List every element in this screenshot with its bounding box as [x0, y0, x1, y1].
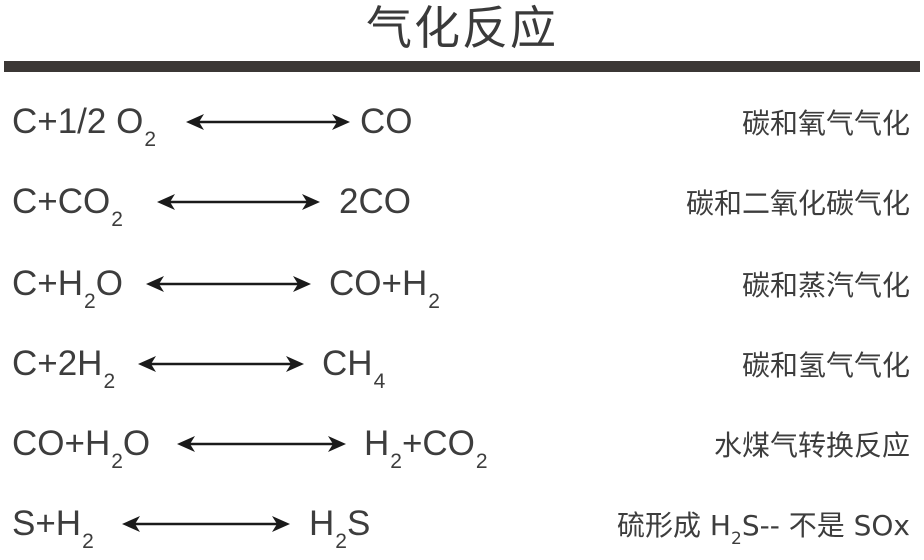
arrow-head-right — [286, 356, 304, 372]
page-title: 气化反应 — [366, 1, 558, 55]
reaction-name-text: 碳和氢气气化 — [741, 349, 910, 382]
arrow-head-left — [122, 516, 140, 532]
arrow-head-right — [293, 276, 311, 292]
reaction-name: 碳和二氧化碳气化 — [686, 184, 910, 224]
arrow-head-left — [138, 356, 156, 372]
products: CH4 — [322, 340, 385, 393]
reaction-name-text: 水煤气转换反应 — [713, 429, 910, 462]
arrow-head-right — [272, 516, 290, 532]
reactant-text: S+H — [12, 504, 82, 543]
reactant-text: C+1/2 O — [12, 102, 144, 141]
reactant-subscript: 2 — [144, 128, 157, 151]
reaction-row: C+CO2 2CO 碳和二氧化碳气化 — [0, 178, 924, 238]
double-arrow-icon — [122, 516, 290, 532]
reactant-subscript: 2 — [111, 208, 123, 231]
products: H2+CO2 — [364, 420, 488, 473]
product-text: CO — [360, 102, 413, 141]
arrow-head-right — [328, 436, 346, 452]
reactant-text: CO+H — [12, 424, 111, 463]
products: 2CO — [339, 178, 411, 226]
reaction-name-text: 硫形成 H — [617, 509, 731, 542]
reactant-text: O — [122, 424, 151, 463]
reaction-name-text: 碳和氧气气化 — [741, 107, 910, 140]
reaction-name: 硫形成 H2S-- 不是 SOx — [617, 506, 910, 550]
reactant-subscript: 2 — [103, 370, 116, 393]
product-text: H — [364, 424, 390, 463]
reaction-name-text: 碳和蒸汽气化 — [741, 269, 910, 302]
arrow-head-left — [146, 276, 164, 292]
arrow-head-right — [332, 114, 350, 130]
reactants: C+1/2 O2 — [12, 98, 156, 151]
double-arrow-icon — [146, 276, 311, 292]
arrow-head-left — [177, 436, 195, 452]
product-subscript: 2 — [475, 450, 488, 473]
product-text: CH — [322, 344, 373, 383]
reaction-name: 碳和蒸汽气化 — [742, 266, 910, 306]
reactant-subscript: 2 — [111, 450, 123, 473]
reaction-name-text: S-- 不是 SOx — [741, 509, 910, 542]
reactants: C+CO2 — [12, 178, 123, 231]
product-text: H — [309, 504, 335, 543]
reactant-text: C+2H — [12, 344, 103, 383]
product-text: CO+H — [329, 264, 428, 303]
reactants: C+2H2 — [12, 340, 115, 393]
arrow-head-left — [157, 194, 175, 210]
products: H2S — [309, 500, 370, 553]
product-subscript: 4 — [373, 370, 386, 393]
product-text: 2CO — [339, 182, 411, 221]
reaction-name: 碳和氢气气化 — [742, 346, 910, 386]
reactant-subscript: 2 — [82, 530, 94, 553]
reactants: C+H2O — [12, 260, 123, 313]
arrow-head-right — [302, 194, 320, 210]
arrow-head-left — [186, 114, 204, 130]
product-subscript: 2 — [428, 290, 440, 313]
reaction-name-subscript: 2 — [731, 529, 742, 549]
product-text: +CO — [401, 424, 475, 463]
double-arrow-icon — [177, 436, 346, 452]
products: CO+H2 — [329, 260, 440, 313]
reactant-text: O — [95, 264, 123, 303]
products: CO — [360, 98, 413, 146]
double-arrow-icon — [157, 194, 320, 210]
reaction-row: C+2H2 CH4 碳和氢气气化 — [0, 340, 924, 400]
reactant-text: C+CO — [12, 182, 111, 221]
reaction-name: 碳和氧气气化 — [742, 104, 910, 144]
reactants: CO+H2O — [12, 420, 150, 473]
product-subscript: 2 — [390, 450, 402, 473]
double-arrow-icon — [186, 114, 350, 130]
product-subscript: 2 — [335, 530, 347, 553]
product-text: S — [346, 504, 371, 543]
title-divider — [4, 61, 920, 72]
reaction-name: 水煤气转换反应 — [714, 426, 910, 466]
reactants: S+H2 — [12, 500, 94, 553]
reaction-row: C+1/2 O2 CO 碳和氧气气化 — [0, 98, 924, 158]
reactant-text: C+H — [12, 264, 83, 303]
double-arrow-icon — [138, 356, 304, 372]
reaction-name-text: 碳和二氧化碳气化 — [685, 187, 910, 220]
reactant-subscript: 2 — [84, 290, 96, 313]
